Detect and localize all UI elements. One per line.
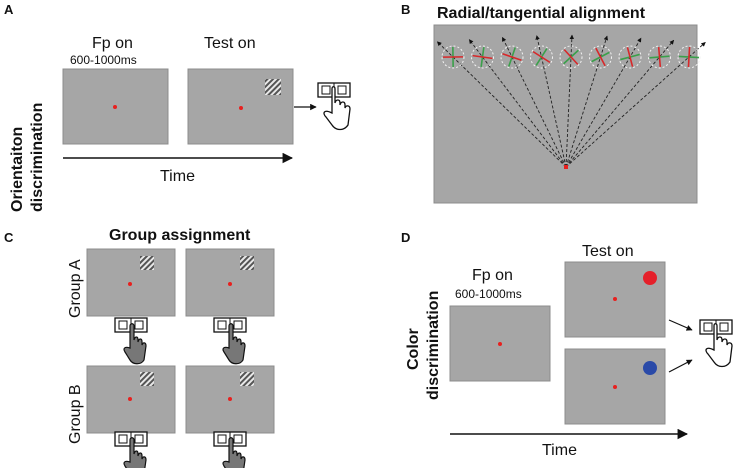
stimulus-location-circle — [589, 45, 612, 69]
radial-line — [565, 39, 675, 168]
panel-a-letter: A — [4, 2, 14, 17]
panel-a-hand-icon — [317, 82, 351, 131]
stimulus-location-circle — [618, 45, 642, 69]
panel-a-duration-label: 600-1000ms — [70, 53, 137, 67]
panel-a-grating-stimulus — [265, 79, 281, 95]
panel-a-time-label: Time — [160, 168, 195, 185]
group-b-fixation-1 — [128, 397, 132, 401]
panel-d-fp-fixation — [498, 342, 502, 346]
panel-b-fixation — [564, 165, 568, 169]
stimulus-location-circle — [648, 45, 671, 69]
panel-d-time-label: Time — [542, 442, 577, 459]
panel-d-test-on-label: Test on — [582, 243, 634, 260]
panel-d-letter: D — [401, 230, 410, 245]
panel-d-duration-label: 600-1000ms — [455, 287, 522, 301]
panel-a-side-label-1: Orientaiton — [9, 127, 26, 212]
stimulus-location-circle — [500, 45, 524, 69]
red-bar — [502, 53, 522, 61]
panel-a-fp-on-label: Fp on — [92, 35, 133, 52]
panel-a: A Orientaiton discrimination Fp on 600-1… — [4, 2, 351, 212]
radial-line — [501, 36, 567, 168]
stimulus-location-circle — [677, 45, 701, 69]
red-bar — [687, 46, 691, 68]
red-bar — [626, 47, 634, 67]
radial-line — [468, 39, 567, 168]
radial-line — [565, 35, 609, 168]
panel-c-title: Group assignment — [109, 227, 251, 244]
panel-d-hand-icon — [699, 319, 733, 368]
group-b-hand-1 — [114, 431, 148, 468]
red-bar — [472, 54, 493, 60]
panel-b-radial-lines — [436, 34, 706, 168]
panel-b-screen — [433, 24, 698, 204]
panel-d-arrow-lower — [668, 359, 693, 373]
panel-a-side-label-2: discrimination — [29, 103, 46, 212]
group-b-fixation-2 — [228, 397, 232, 401]
radial-line — [565, 41, 706, 168]
panel-c-letter: C — [4, 230, 14, 245]
panel-d-arrow-upper — [668, 319, 693, 331]
red-bar — [595, 47, 606, 67]
group-a-fixation-1 — [128, 282, 132, 286]
stimulus-location-circle — [441, 45, 465, 69]
panel-b-letter: B — [401, 2, 410, 17]
panel-a-test-fixation — [239, 106, 243, 110]
panel-d: D Color discrimination Fp on 600-1000ms … — [401, 230, 733, 459]
panel-d-test-fixation-red — [613, 297, 617, 301]
group-a-grating-1 — [140, 256, 154, 270]
group-a-fixation-2 — [228, 282, 232, 286]
group-a-hand-1 — [114, 317, 148, 365]
panel-b: B Radial/tangential alignment — [401, 2, 706, 204]
group-b-grating-1 — [140, 372, 154, 386]
panel-d-fp-on-label: Fp on — [472, 267, 513, 284]
panel-d-test-fixation-blue — [613, 385, 617, 389]
red-bar — [657, 46, 662, 68]
group-a-label: Group A — [67, 259, 84, 318]
panel-d-blue-stimulus — [643, 361, 657, 375]
panel-a-test-on-label: Test on — [204, 35, 256, 52]
group-a-hand-2 — [213, 317, 247, 365]
panel-d-red-stimulus — [643, 271, 657, 285]
panel-d-side-label-2: discrimination — [425, 291, 442, 400]
group-b-grating-2 — [240, 372, 254, 386]
stimulus-location-circle — [559, 45, 583, 69]
panel-b-title: Radial/tangential alignment — [437, 5, 646, 22]
red-bar — [563, 49, 579, 65]
stimulus-location-circle — [530, 45, 553, 69]
panel-a-fp-fixation — [113, 105, 117, 109]
panel-d-side-label-1: Color — [405, 328, 422, 370]
stimulus-location-circle — [471, 45, 494, 69]
group-b-label: Group B — [67, 384, 84, 444]
group-a-grating-2 — [240, 256, 254, 270]
red-bar — [532, 50, 551, 64]
group-b-hand-2 — [213, 431, 247, 468]
panel-c: C Group assignment Group A Group B — [4, 227, 275, 468]
